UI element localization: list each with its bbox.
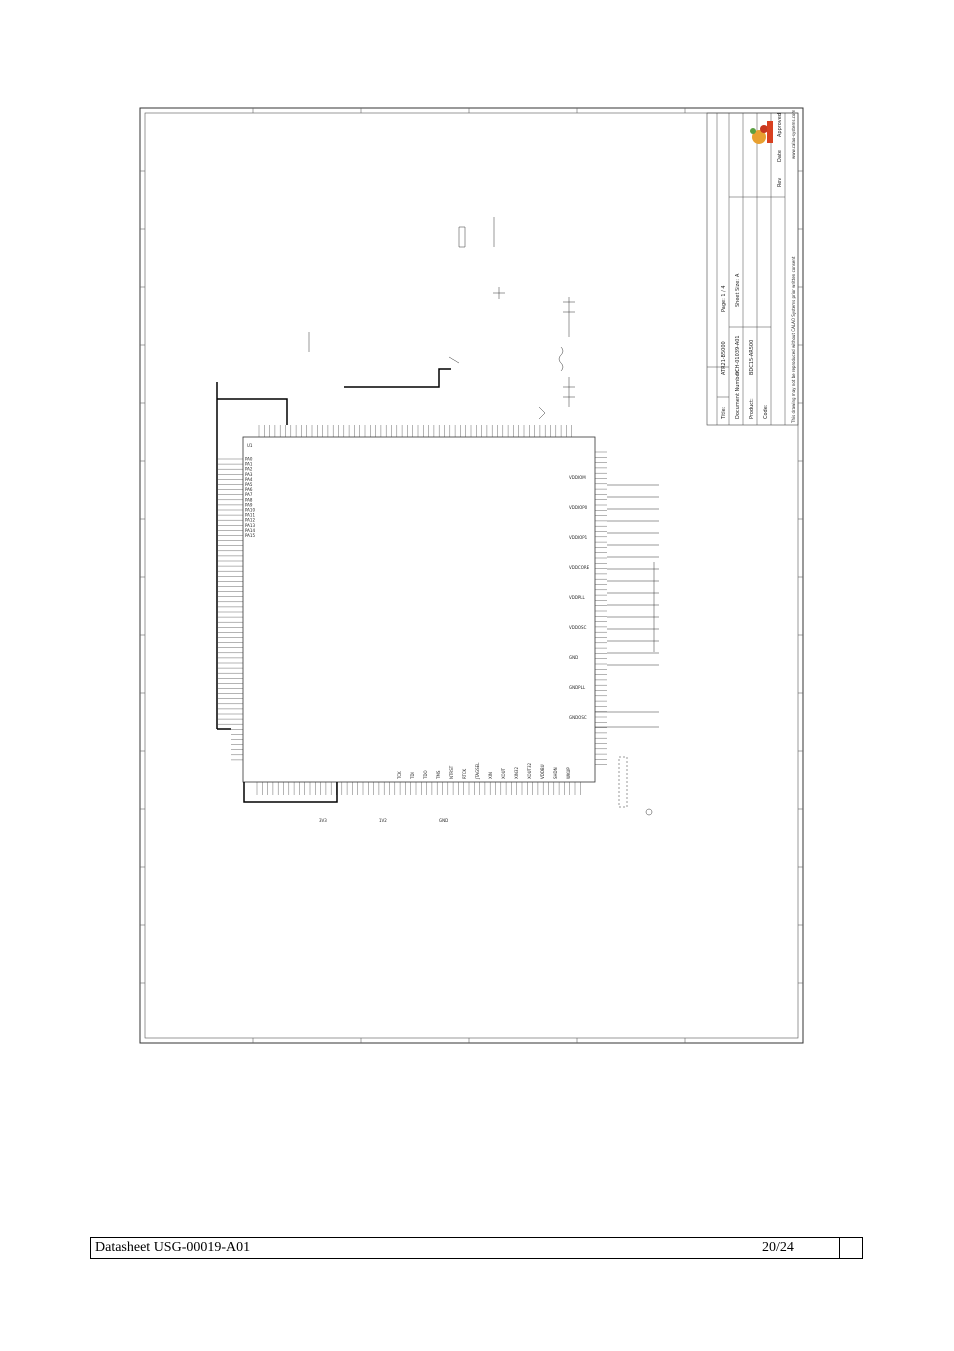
- top-components: [308, 217, 575, 420]
- bottom-pin-label: TCK: [397, 771, 402, 780]
- left-pin-label: PA12: [245, 518, 255, 523]
- footer-divider: [839, 1238, 840, 1258]
- calao-logo: [750, 121, 773, 144]
- power-net-label: 1V2: [379, 818, 387, 823]
- bottom-pin-label: TDO: [423, 770, 428, 780]
- tb-label-sheetsize: Sheet Size:: [735, 279, 741, 307]
- left-pin-label: PA15: [245, 533, 255, 538]
- left-pin-label: PA11: [245, 513, 255, 518]
- bottom-pin-label: RTCK: [462, 769, 467, 779]
- power-net-label: GND: [439, 818, 448, 823]
- bottom-pin-label: XIN: [488, 772, 493, 779]
- bottom-pin-label: WKUP: [566, 767, 571, 779]
- title-block: Title: ATR21-B5000 Document Number: SCH-…: [706, 110, 799, 426]
- tb-label-docnum: Document Number:: [735, 370, 741, 419]
- left-pin-label: PA10: [245, 508, 255, 513]
- bottom-pin-label: TMS: [436, 770, 441, 780]
- left-pin-label: PA6: [245, 487, 253, 492]
- power-net-label: 3V3: [319, 818, 327, 823]
- right-pin-label: VDDPLL: [569, 595, 586, 600]
- right-passives: [595, 484, 659, 816]
- left-pin-label: PA14: [245, 528, 255, 533]
- left-pin-label: PA5: [245, 482, 253, 487]
- left-pin-label: PA4: [245, 477, 253, 482]
- left-pin-label: PA3: [245, 472, 253, 477]
- right-pin-label: VDDIOP1: [569, 535, 588, 540]
- schematic-sheet: Title: ATR21-B5000 Document Number: SCH-…: [139, 107, 804, 1044]
- page-footer: Datasheet USG-00019-A01 20/24: [90, 1237, 863, 1259]
- data-bus: [216, 368, 451, 803]
- right-pin-label: VDDCORE: [569, 565, 590, 570]
- tb-sheet-value: Page: 1 / 4: [721, 285, 727, 312]
- bottom-pin-label: SHDN: [553, 767, 558, 779]
- right-pin-label: GNDPLL: [569, 685, 586, 690]
- right-pin-label: GNDOSC: [569, 715, 587, 720]
- tb-website: www.calao-systems.com: [791, 110, 796, 159]
- tb-label-rev: Rev: [777, 178, 783, 187]
- tb-label-code: Code:: [763, 404, 769, 419]
- bottom-pin-label: JTAGSEL: [475, 762, 480, 780]
- bottom-pin-label: XOUT32: [527, 762, 532, 779]
- left-pin-label: PA7: [245, 492, 253, 497]
- right-pin-label: VDDIOM: [569, 475, 586, 480]
- tb-docnum-value: SCH-01039-A01: [735, 335, 741, 375]
- tb-sheetsize-value: A: [735, 273, 741, 277]
- right-pin-label: GND: [569, 655, 578, 660]
- left-pin-label: PA8: [245, 497, 253, 502]
- left-pin-label: PA0: [245, 457, 253, 462]
- bottom-pin-label: XOUT: [501, 767, 506, 779]
- schematic-drawing: Title: ATR21-B5000 Document Number: SCH-…: [139, 107, 804, 1044]
- footer-page-number: 20/24: [762, 1240, 794, 1255]
- tb-title-value: ATR21-B5000: [721, 341, 727, 375]
- tb-product-value: BDC15-AR500: [749, 340, 755, 375]
- tb-notice: This drawing may not be reproduced witho…: [791, 256, 796, 424]
- tb-label-title: Title:: [721, 406, 727, 420]
- main-ic: U1 PA0PA1PA2PA3PA4PA5PA6PA7PA8PA9PA10PA1…: [231, 425, 607, 795]
- bottom-pin-label: VDDBU: [540, 764, 545, 779]
- right-pin-label: VDDOSC: [569, 625, 587, 630]
- main-ic-refdes: U1: [247, 443, 253, 448]
- right-pin-label: VDDIOP0: [569, 505, 588, 510]
- bottom-pin-label: XIN32: [514, 767, 519, 779]
- bottom-pin-label: TDI: [410, 772, 415, 780]
- left-pin-label: PA1: [245, 462, 253, 467]
- left-pin-label: PA2: [245, 467, 253, 472]
- left-pin-label: PA9: [245, 502, 253, 507]
- footer-doc-title: Datasheet USG-00019-A01: [95, 1240, 251, 1255]
- left-pin-label: PA13: [245, 523, 255, 528]
- tb-label-approved: Approved: [777, 113, 783, 137]
- tb-label-product: Product:: [749, 398, 755, 419]
- bottom-pin-label: NTRST: [449, 765, 454, 779]
- tb-label-date: Date: [777, 150, 783, 162]
